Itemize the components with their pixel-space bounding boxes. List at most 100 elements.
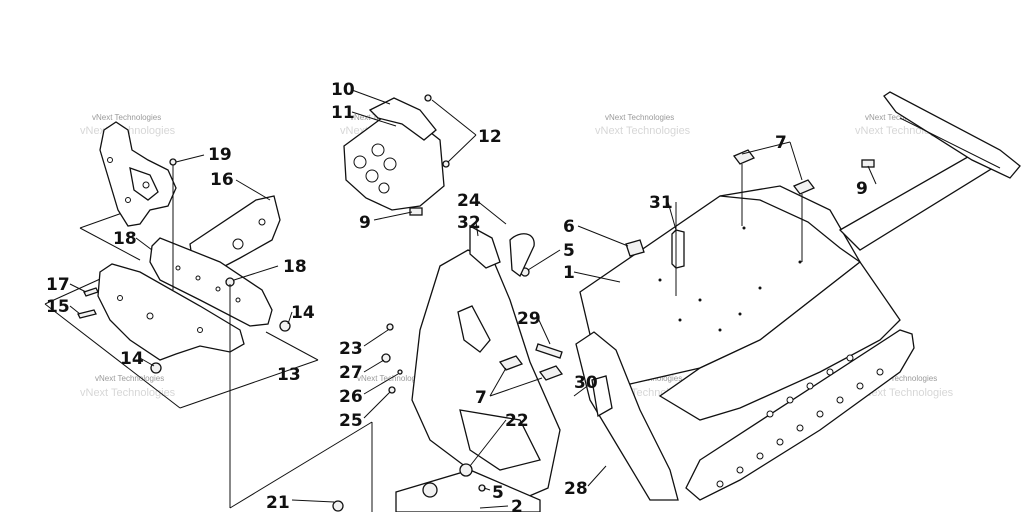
callout-2: 2 [511,497,523,512]
upright-cutout [591,375,613,418]
callout-30: 30 [574,373,598,393]
bolt-19 [169,158,177,166]
rail-line [899,117,1001,169]
callout-11: 11 [331,103,355,123]
callout-19: 19 [208,145,232,165]
callout-1: 1 [563,263,575,283]
screw-12 [424,94,432,102]
callout-21: 21 [266,493,290,512]
bracket-hole [371,143,385,157]
watermark: vNext Technologies [868,374,937,383]
callout-17: 17 [46,275,70,295]
running-board [685,329,915,501]
bracket-6 [625,239,645,257]
bracket-hole [197,327,203,333]
front-lower [395,469,541,512]
lower-mount-bracket [97,263,245,361]
pad-7 [732,149,756,165]
callout-7: 7 [475,388,487,408]
clip-9 [861,159,875,168]
bracket-hole [235,297,241,303]
callout-18: 18 [113,229,137,249]
leader-lines [69,89,877,512]
watermark: vNext Technologies [357,374,426,383]
callout-18: 18 [283,257,307,277]
callout-26: 26 [339,387,363,407]
watermark: vNext Technologies [858,387,954,399]
bracket-32 [469,224,501,269]
watermark: vNext Technologies [92,113,161,122]
bolt-17 [83,287,99,297]
callout-9: 9 [359,213,371,233]
nut-14 [279,320,291,332]
bracket-hole [365,169,379,183]
callout-27: 27 [339,363,363,383]
bolt-21 [332,500,344,512]
callout-6: 6 [563,217,575,237]
callout-5: 5 [492,483,504,503]
bulkhead-cutout [457,305,491,353]
callout-15: 15 [46,297,70,317]
running-board-holes [716,354,884,488]
bracket-hole [117,295,123,301]
bolt-23 [386,323,394,331]
bracket-hole [353,155,367,169]
callout-28: 28 [564,479,588,499]
watermark: vNext Technologies [605,113,674,122]
bolt-15 [77,309,97,319]
callout-29: 29 [517,309,541,329]
callout-5: 5 [563,241,575,261]
right-upright [575,331,679,501]
pad-7 [498,355,524,371]
bracket-hole [125,197,131,203]
clip-9 [409,207,423,216]
screw-12 [442,160,450,168]
watermark: vNext Technologies [865,113,934,122]
bracket-hole [175,265,181,271]
callouts: 10 11 12 9 19 16 18 18 17 15 14 14 13 24… [46,80,868,512]
callout-25: 25 [339,411,363,431]
ubolt-31 [671,229,685,269]
callout-14: 14 [120,349,144,369]
bracket-hole [146,312,154,320]
side-rail-bracket [149,237,273,327]
washer-26 [397,369,403,375]
chassis-frame [332,91,1021,512]
bracket-hole [107,157,113,163]
callout-22: 22 [505,411,529,431]
cable-24 [509,233,535,278]
tunnel-side [658,261,901,421]
callout-32: 32 [457,213,481,233]
bracket-hole [142,181,150,189]
bolt-29 [535,343,563,359]
bushing-22 [459,463,473,477]
watermark: vNext Technologies [80,387,176,399]
bracket-hole [232,238,244,250]
rear-bumper [883,91,1021,179]
callout-12: 12 [478,127,502,147]
tunnel-edge [719,195,861,263]
watermark: vNext Technologies [595,125,691,137]
bracket-hole [378,182,390,194]
bolt-25 [388,386,396,394]
callout-9: 9 [856,179,868,199]
pad-7 [538,365,564,381]
watermark: vNext Technologies [95,374,164,383]
callout-16: 16 [210,170,234,190]
bracket-hole [383,157,397,171]
tunnel-rivets [658,226,802,332]
callout-23: 23 [339,339,363,359]
bracket-hole [215,286,221,292]
callout-7: 7 [775,133,787,153]
bracket-11 [368,97,437,141]
front-bulkhead [411,249,561,501]
callout-31: 31 [649,193,673,213]
left-bracket-assembly [44,121,319,409]
center-top-bracket [343,94,450,216]
callout-13: 13 [277,365,301,385]
callout-24: 24 [457,191,481,211]
bracket-hole [258,218,266,226]
pad-7 [792,179,816,195]
